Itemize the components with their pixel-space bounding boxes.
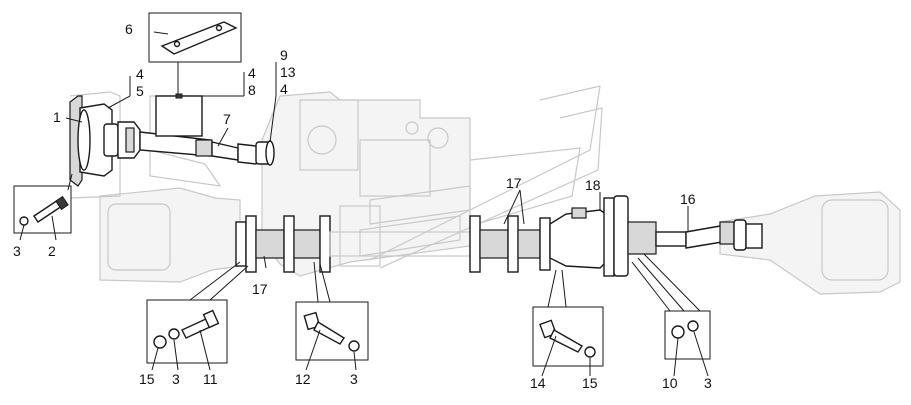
bolt-inset-10-3 bbox=[664, 310, 711, 360]
callout-5: 5 bbox=[136, 83, 144, 99]
leader-lines bbox=[19, 31, 709, 377]
callout-3: 3 bbox=[350, 371, 358, 387]
callout-3: 3 bbox=[172, 371, 180, 387]
callout-16: 16 bbox=[680, 191, 696, 207]
callout-3: 3 bbox=[13, 243, 21, 259]
callout-6: 6 bbox=[125, 21, 133, 37]
callout-17: 17 bbox=[506, 175, 522, 191]
callout-3: 3 bbox=[704, 375, 712, 391]
bolt-inset-2-3 bbox=[13, 185, 72, 234]
callout-17: 17 bbox=[252, 281, 268, 297]
callout-11: 11 bbox=[203, 371, 218, 387]
lower-driveline bbox=[235, 195, 763, 277]
callout-labels: 1 2 3 4 5 6 4 8 9 13 4 7 17 18 16 17 15 … bbox=[13, 21, 712, 391]
bolt-inset-12-3 bbox=[295, 301, 369, 361]
bracket-6-inset bbox=[148, 12, 242, 63]
callout-1: 1 bbox=[53, 109, 61, 125]
callout-10: 10 bbox=[662, 375, 678, 391]
callout-7: 7 bbox=[223, 111, 231, 127]
bolt-inset-15-3-11 bbox=[146, 299, 228, 364]
support-block-8 bbox=[155, 93, 203, 137]
bolt-inset-14-15 bbox=[532, 306, 604, 367]
callout-13: 13 bbox=[280, 64, 296, 80]
upper-driveline bbox=[69, 95, 275, 187]
callout-8: 8 bbox=[248, 82, 256, 98]
callout-15: 15 bbox=[139, 371, 155, 387]
callout-14: 14 bbox=[530, 375, 546, 391]
callout-4: 4 bbox=[248, 65, 256, 81]
callout-4: 4 bbox=[280, 81, 288, 97]
callout-9: 9 bbox=[280, 47, 288, 63]
callout-4: 4 bbox=[136, 66, 144, 82]
callout-2: 2 bbox=[48, 243, 56, 259]
callout-12: 12 bbox=[295, 371, 311, 387]
callout-15: 15 bbox=[582, 375, 598, 391]
callout-18: 18 bbox=[585, 177, 601, 193]
